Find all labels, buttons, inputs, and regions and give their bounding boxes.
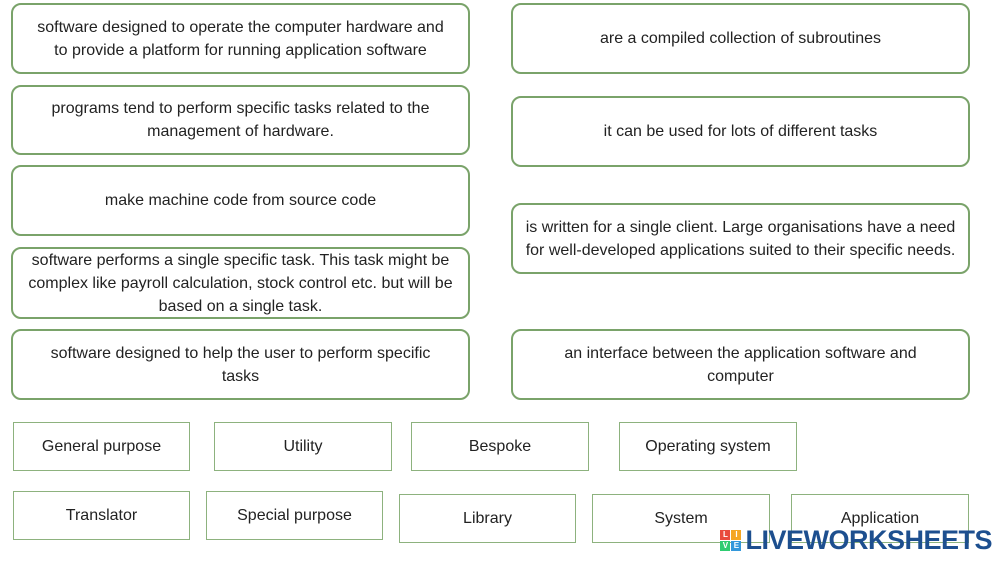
definition-card-left-1: software designed to operate the compute…: [11, 3, 470, 74]
answer-chip-general-purpose[interactable]: General purpose: [13, 422, 190, 471]
chip-label: Translator: [65, 506, 138, 524]
definition-card-left-3: make machine code from source code: [11, 165, 470, 236]
answer-chip-special-purpose[interactable]: Special purpose: [206, 491, 383, 540]
liveworksheets-icon: L I V E: [720, 530, 742, 551]
definition-text: is written for a single client. Large or…: [525, 218, 956, 259]
definition-text: software designed to operate the compute…: [37, 18, 444, 59]
definition-text: are a compiled collection of subroutines: [599, 30, 882, 47]
definition-text: make machine code from source code: [104, 192, 377, 209]
definition-card-right-3: is written for a single client. Large or…: [511, 203, 970, 274]
answer-chip-library[interactable]: Library: [399, 494, 576, 543]
definition-card-right-4: an interface between the application sof…: [511, 329, 970, 400]
chip-label: General purpose: [41, 437, 162, 455]
answer-chip-utility[interactable]: Utility: [214, 422, 392, 471]
brand-text: LIVEWORKSHEETS: [745, 525, 992, 555]
chip-label: Application: [840, 509, 920, 527]
chip-label: Utility: [283, 437, 323, 455]
chip-label: Bespoke: [468, 437, 532, 455]
chip-label: Operating system: [645, 437, 771, 455]
chip-label: Special purpose: [237, 506, 352, 524]
definition-card-left-5: software designed to help the user to pe…: [11, 329, 470, 400]
answer-chip-system[interactable]: System: [592, 494, 770, 543]
chip-label: Library: [463, 509, 512, 527]
chip-label: System: [654, 509, 708, 527]
definition-card-right-2: it can be used for lots of different tas…: [511, 96, 970, 167]
definition-text: programs tend to perform specific tasks …: [51, 100, 430, 140]
liveworksheets-logo: L I V E LIVEWORKSHEETS: [720, 525, 992, 556]
answer-chip-translator[interactable]: Translator: [13, 491, 190, 540]
answer-chip-bespoke[interactable]: Bespoke: [411, 422, 589, 471]
answer-chip-operating-system[interactable]: Operating system: [619, 422, 797, 471]
definition-text: software designed to help the user to pe…: [50, 344, 431, 385]
definition-card-right-1: are a compiled collection of subroutines: [511, 3, 970, 74]
definition-text: an interface between the application sof…: [564, 344, 917, 385]
definition-card-left-2: programs tend to perform specific tasks …: [11, 85, 470, 155]
definition-text: software performs a single specific task…: [28, 251, 453, 315]
definition-text: it can be used for lots of different tas…: [603, 123, 878, 140]
answer-chip-application[interactable]: Application: [791, 494, 969, 543]
definition-card-left-4: software performs a single specific task…: [11, 247, 470, 319]
